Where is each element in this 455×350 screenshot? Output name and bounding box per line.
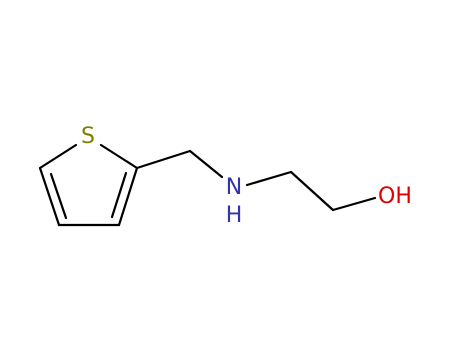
hydroxyl-group-label: OH (378, 184, 412, 209)
nitrogen-atom-label: N (226, 175, 242, 200)
thiophene-ring (38, 143, 139, 227)
bond-ch2-o (331, 196, 377, 212)
bond-ch2-ch2 (289, 170, 335, 212)
bond-c2-s (99, 143, 139, 170)
nitrogen-hydrogen-label: H (226, 203, 243, 228)
bond-c5-c4 (38, 166, 61, 227)
bond-c3-c2 (117, 166, 139, 227)
bond-s-c5 (38, 143, 78, 170)
bond-ch2-n (188, 149, 224, 179)
sulfur-atom-label: S (81, 124, 95, 149)
bond-c5-c4-inner (49, 172, 68, 220)
bond-c3-c2-inner (110, 171, 128, 219)
bond-n-ch2 (245, 170, 293, 187)
bond-c2-ch2 (135, 149, 192, 170)
side-chain (135, 149, 377, 212)
